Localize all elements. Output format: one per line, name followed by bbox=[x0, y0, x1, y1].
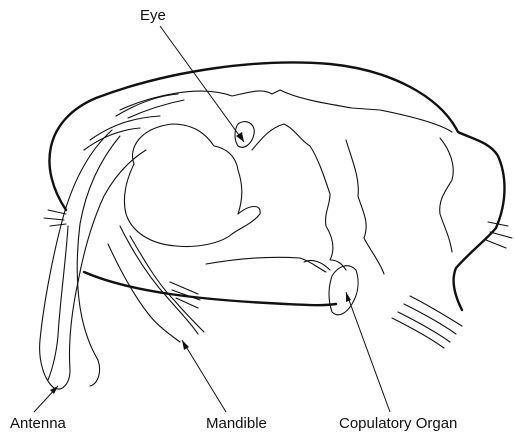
mandible-arrowhead bbox=[182, 340, 189, 350]
ventral-margin bbox=[84, 272, 336, 305]
mandible-edge-2 bbox=[130, 236, 204, 332]
copulatory-arrowhead bbox=[346, 292, 351, 302]
eye-arrowhead bbox=[236, 132, 244, 142]
copulatory-leader-line bbox=[346, 292, 390, 412]
ventral-appendage bbox=[206, 257, 326, 272]
thorax-segment-line bbox=[346, 140, 384, 274]
internal-band-1 bbox=[90, 116, 160, 140]
carapace-outline bbox=[49, 62, 504, 310]
eye-shape bbox=[235, 122, 254, 148]
abdomen-segment-line bbox=[440, 138, 454, 252]
carapace-fold-line bbox=[116, 94, 178, 116]
antenna-inner-edge bbox=[77, 136, 120, 386]
copulatory-organ-shape bbox=[329, 266, 358, 315]
eye-label: Eye bbox=[140, 8, 166, 23]
mandible-label: Mandible bbox=[206, 416, 267, 431]
antenna-label: Antenna bbox=[10, 416, 66, 431]
head-region bbox=[124, 124, 260, 247]
mandible-structure bbox=[120, 226, 198, 334]
copulatory-organ-label: Copulatory Organ bbox=[339, 416, 457, 431]
antenna-outer-ridge bbox=[48, 226, 68, 380]
mandible-leader-line bbox=[182, 340, 226, 412]
furca-bristles bbox=[392, 296, 462, 348]
eye-leader-line bbox=[160, 26, 244, 142]
body-segment-line bbox=[252, 124, 346, 270]
